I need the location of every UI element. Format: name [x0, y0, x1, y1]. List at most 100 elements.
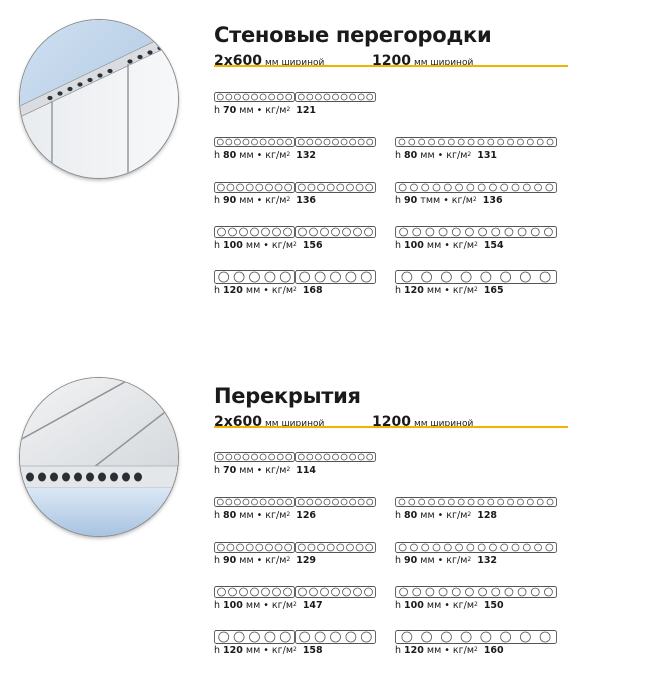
height-value: 80 — [223, 510, 237, 521]
weight-value: 156 — [302, 240, 323, 251]
unit-text: мм • кг/м — [242, 240, 293, 251]
hollow-core-panel-icon — [214, 630, 376, 644]
unit-text: мм • кг/м — [423, 600, 474, 611]
unit-text: мм • кг/м — [236, 105, 287, 116]
unit-superscript: 2 — [286, 196, 291, 203]
weight-value: 136 — [482, 195, 503, 206]
unit-superscript: 2 — [286, 106, 291, 113]
height-prefix: h — [395, 510, 405, 521]
height-value: 70 — [223, 105, 237, 116]
unit-text: тмм • кг/м — [417, 195, 473, 206]
hollow-core-panel-icon — [395, 630, 557, 644]
height-prefix: h — [214, 285, 224, 296]
height-value: 120 — [223, 285, 243, 296]
unit-superscript: 2 — [473, 646, 478, 653]
weight-value: 132 — [477, 555, 498, 566]
panel-spec-label: h 120 мм • кг/м2 165 — [395, 285, 504, 297]
width-small-unit: мм шириной — [265, 58, 325, 68]
unit-text: мм • кг/м — [423, 285, 474, 296]
unit-text: мм • кг/м — [236, 150, 287, 161]
hollow-core-panel-icon — [214, 586, 376, 598]
weight-value: 129 — [296, 555, 317, 566]
weight-value: 121 — [296, 105, 317, 116]
height-value: 90 — [404, 195, 418, 206]
height-value: 100 — [223, 240, 243, 251]
hollow-core-panel-icon — [214, 541, 376, 553]
height-prefix: h — [214, 465, 224, 476]
unit-superscript: 2 — [473, 286, 478, 293]
unit-superscript: 2 — [292, 241, 297, 248]
height-value: 120 — [404, 285, 424, 296]
hollow-core-panel-icon — [214, 92, 376, 102]
weight-value: 150 — [483, 600, 504, 611]
panel-spec-label: h 80 мм • кг/м2 128 — [395, 510, 497, 522]
height-value: 120 — [223, 645, 243, 656]
hollow-core-panel-icon — [395, 270, 557, 284]
unit-superscript: 2 — [292, 601, 297, 608]
hollow-core-panel-icon — [395, 586, 557, 598]
height-prefix: h — [395, 285, 405, 296]
unit-superscript: 2 — [292, 286, 297, 293]
unit-superscript: 2 — [292, 646, 297, 653]
height-value: 120 — [404, 645, 424, 656]
height-prefix: h — [214, 600, 224, 611]
weight-value: 147 — [302, 600, 323, 611]
height-value: 80 — [404, 510, 418, 521]
height-prefix: h — [214, 150, 224, 161]
height-prefix: h — [395, 150, 405, 161]
height-prefix: h — [395, 600, 405, 611]
unit-superscript: 2 — [286, 511, 291, 518]
height-value: 70 — [223, 465, 237, 476]
height-value: 80 — [404, 150, 418, 161]
weight-value: 165 — [483, 285, 504, 296]
hollow-core-panel-icon — [214, 452, 376, 462]
accent-rule — [214, 426, 568, 428]
height-value: 100 — [404, 600, 424, 611]
accent-rule — [214, 65, 568, 67]
weight-value: 168 — [302, 285, 323, 296]
hollow-core-panel-icon — [214, 270, 376, 284]
height-prefix: h — [395, 555, 405, 566]
unit-superscript: 2 — [467, 151, 472, 158]
unit-text: мм • кг/м — [417, 150, 468, 161]
height-value: 100 — [404, 240, 424, 251]
hollow-core-panel-icon — [214, 497, 376, 507]
unit-superscript: 2 — [467, 511, 472, 518]
height-prefix: h — [395, 645, 405, 656]
height-prefix: h — [395, 240, 405, 251]
height-prefix: h — [214, 555, 224, 566]
weight-value: 132 — [296, 150, 317, 161]
unit-superscript: 2 — [472, 196, 477, 203]
hollow-core-panel-icon — [395, 181, 557, 193]
weight-value: 128 — [477, 510, 498, 521]
unit-text: мм • кг/м — [236, 195, 287, 206]
unit-superscript: 2 — [473, 241, 478, 248]
unit-text: мм • кг/м — [423, 645, 474, 656]
unit-text: мм • кг/м — [236, 465, 287, 476]
floor-slab-illustration — [20, 378, 178, 536]
weight-value: 136 — [296, 195, 317, 206]
hollow-core-panel-icon — [214, 226, 376, 238]
section-title: Перекрытия — [214, 384, 361, 408]
unit-text: мм • кг/м — [242, 645, 293, 656]
height-prefix: h — [214, 105, 224, 116]
unit-text: мм • кг/м — [417, 510, 468, 521]
unit-text: мм • кг/м — [236, 555, 287, 566]
width-small-unit: мм шириной — [265, 419, 325, 429]
hollow-core-panel-icon — [395, 497, 557, 507]
